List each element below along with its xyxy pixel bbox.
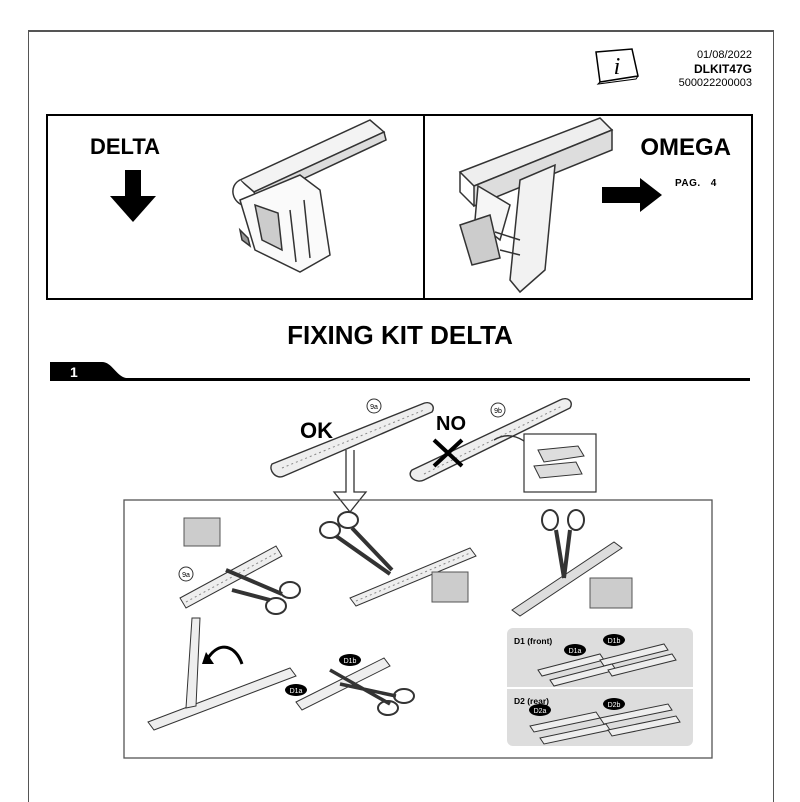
step-bar: 1	[50, 362, 750, 381]
d1-label: D1 (front)	[514, 636, 552, 646]
page-reference[interactable]: PAG. 4	[675, 178, 717, 189]
d1a-badge: D1a	[290, 688, 303, 695]
pag-label: PAG.	[675, 178, 701, 189]
cut-step-3	[511, 509, 633, 617]
arrow-down-outline-icon	[332, 450, 368, 514]
rotate-arrow-icon	[206, 645, 244, 665]
step-number: 1	[70, 364, 78, 380]
fold-step	[147, 617, 297, 731]
cut-d1-step: D1a D1b	[285, 654, 415, 716]
part-9a-label-2: 9a	[182, 572, 190, 579]
cross-icon	[432, 438, 464, 468]
ok-label: OK	[300, 418, 333, 443]
ok-strip: 9a OK	[270, 398, 434, 478]
pag-number: 4	[710, 178, 717, 189]
part-9b-label: 9b	[494, 408, 502, 415]
document-date: 01/08/2022	[696, 49, 752, 61]
d1a-badge-2: D1a	[569, 648, 582, 655]
cut-step-2	[319, 511, 477, 607]
document-number: 500022200003	[678, 77, 752, 89]
cut-step-1: 9a	[178, 517, 301, 615]
document-meta: 01/08/2022 DLKIT47G 500022200003	[679, 48, 752, 90]
variant-box: DELTA OMEGA	[46, 114, 753, 300]
d2a-badge: D2a	[534, 708, 547, 715]
no-strip: 9b NO	[409, 398, 572, 482]
no-detail-inset	[493, 433, 597, 493]
d2b-badge: D2b	[608, 702, 621, 709]
d1b-badge: D1b	[344, 658, 357, 665]
no-label: NO	[436, 413, 466, 435]
arrow-right-icon	[602, 178, 662, 212]
delta-label: DELTA	[90, 134, 161, 159]
d1b-badge-2: D1b	[608, 638, 621, 645]
document-page	[28, 30, 774, 802]
part-9a-label: 9a	[370, 404, 378, 411]
arrow-down-icon	[110, 170, 156, 222]
d2-label: D2 (rear)	[514, 696, 549, 706]
instruction-frame	[123, 499, 713, 759]
section-title: FIXING KIT DELTA	[287, 320, 513, 350]
variant-divider	[423, 116, 425, 298]
scissors-icon-2	[319, 511, 394, 576]
scissors-icon-3	[541, 509, 585, 579]
document-code: DLKIT47G	[693, 62, 752, 76]
scissors-icon-4	[329, 668, 415, 716]
d1-d2-panel: D1 (front) D1a D1b D2 (rear) D2a D2b	[507, 628, 693, 746]
info-icon: i	[595, 48, 639, 85]
scissors-icon	[225, 568, 301, 615]
delta-foot-illustration	[232, 119, 387, 273]
omega-label: OMEGA	[640, 134, 731, 161]
svg-text:i: i	[614, 54, 621, 80]
omega-foot-illustration	[458, 117, 614, 294]
